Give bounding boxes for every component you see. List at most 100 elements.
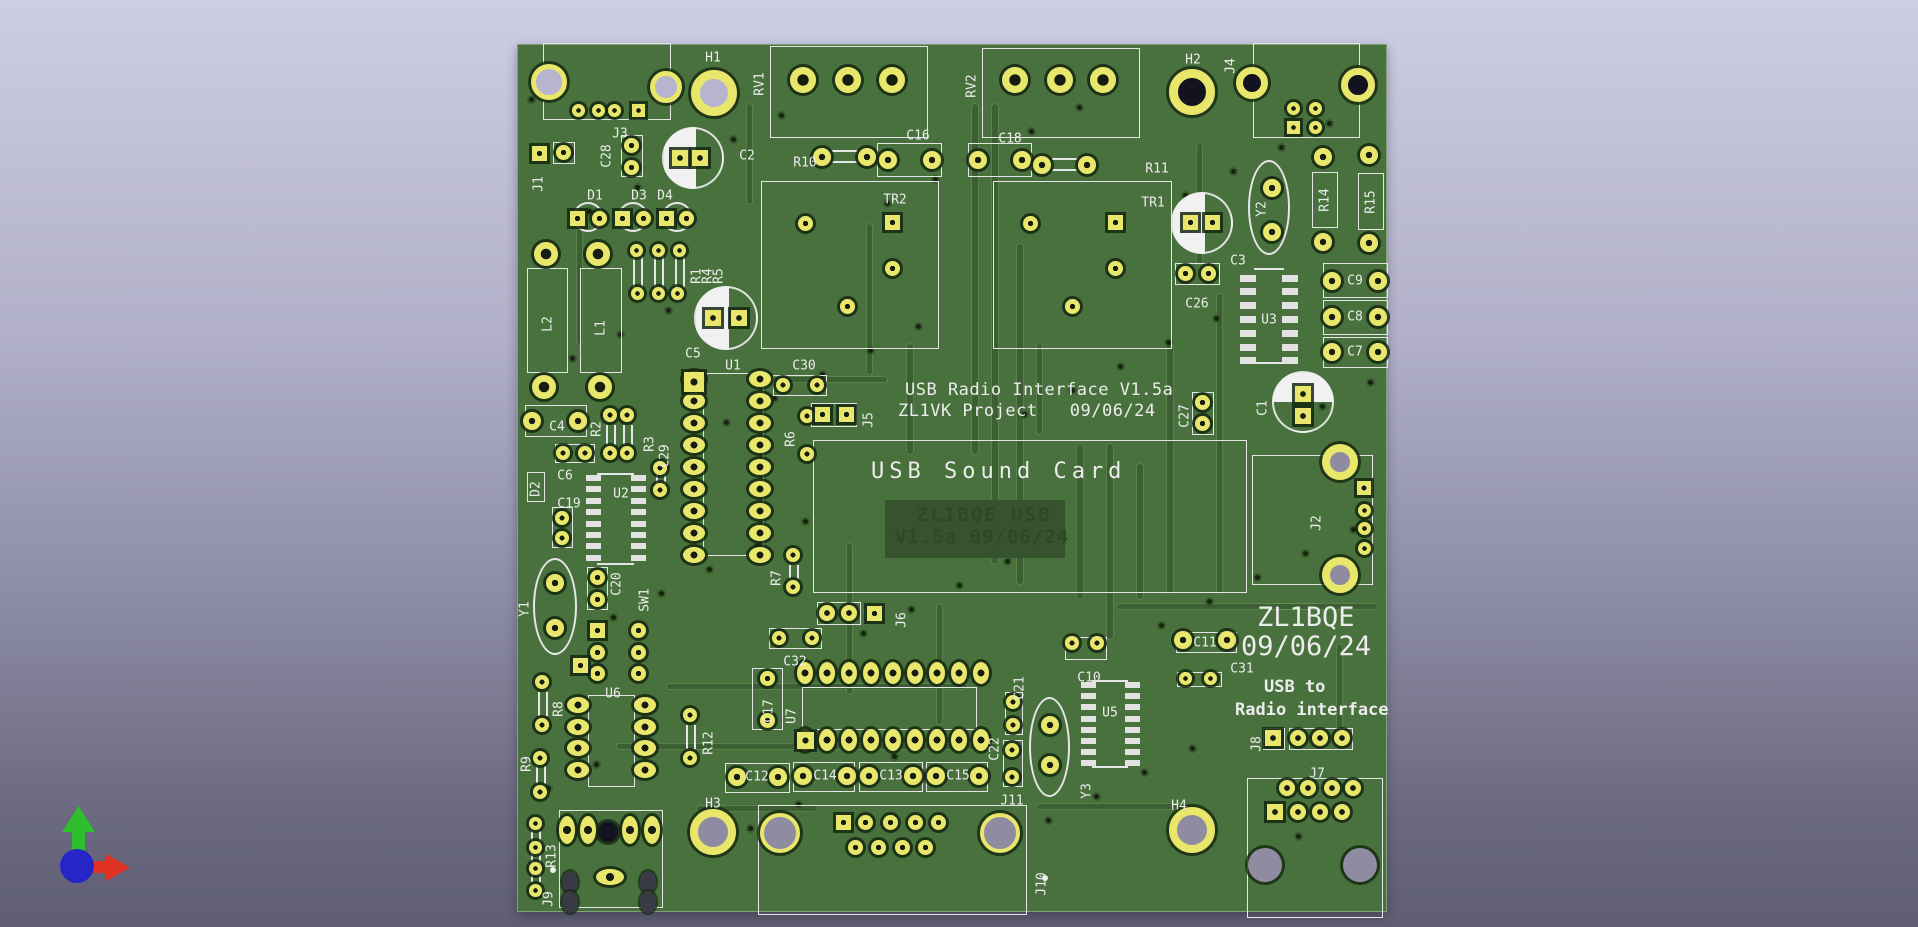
refdes-label: U5 (1102, 705, 1118, 721)
pad-round (1006, 718, 1020, 732)
pad-round (678, 210, 694, 226)
silkscreen-line (832, 161, 858, 163)
component-outline-oval (1029, 697, 1070, 797)
pad-round (1357, 541, 1371, 555)
via (611, 615, 616, 620)
pad-round (894, 839, 910, 855)
via (1022, 412, 1027, 417)
refdes-label: J6 (894, 612, 910, 628)
component-outline (769, 628, 822, 649)
pad-round (1194, 415, 1210, 431)
pad-round (672, 243, 686, 257)
smd-pad (630, 486, 646, 493)
via (909, 607, 914, 612)
pad-round (728, 768, 746, 786)
component-outline (621, 135, 643, 177)
pad-round (589, 644, 605, 660)
smd-pad (630, 532, 646, 538)
via (1303, 551, 1308, 556)
pad-round (629, 243, 643, 257)
component-outline (1065, 637, 1107, 660)
via (748, 826, 753, 831)
silkscreen-line (1052, 158, 1078, 160)
silkscreen-line (662, 256, 664, 288)
silkscreen-line (641, 256, 643, 288)
pad-round (591, 103, 605, 117)
pad-round (1065, 636, 1079, 650)
pad-round (1323, 308, 1341, 326)
via (724, 420, 729, 425)
pad-round (835, 67, 861, 93)
dip-pad (683, 437, 705, 453)
refdes-label: R13 (544, 844, 560, 868)
pad-oval (622, 816, 638, 844)
component-outline (1252, 455, 1373, 585)
component-outline (527, 472, 545, 502)
refdes-label: Y1 (517, 601, 533, 617)
copper-trace (1037, 344, 1042, 434)
smd-pad (630, 520, 646, 527)
smd-pad (630, 497, 646, 504)
smd-pad (1124, 738, 1140, 744)
silkscreen-line (1254, 268, 1284, 270)
component-outline (770, 46, 928, 138)
pad-round (1177, 265, 1193, 281)
smd-pad (1240, 315, 1256, 323)
component-outline (993, 181, 1172, 349)
silkscreen-line (664, 474, 666, 484)
smd-pad (1080, 682, 1096, 688)
pad-round (623, 159, 639, 175)
refdes-label: C28 (599, 144, 615, 168)
refdes-label: R8 (551, 701, 567, 717)
pad-round (528, 861, 542, 875)
pad-round (571, 103, 585, 117)
dip-pad (819, 729, 835, 751)
pad-round (1290, 804, 1306, 820)
via (1070, 388, 1075, 393)
pad-round (1002, 67, 1028, 93)
pad-round (535, 718, 549, 732)
via (659, 591, 664, 596)
dip-pad (749, 371, 771, 387)
refdes-label: TR2 (883, 192, 907, 208)
pad-round (1324, 780, 1340, 796)
mounting-hole (1169, 69, 1215, 115)
copper-trace (697, 806, 817, 811)
component-outline (1005, 692, 1023, 735)
pad-round (589, 569, 605, 585)
via (1207, 599, 1212, 604)
pad-round (523, 412, 541, 430)
silkscreen-line (623, 425, 625, 445)
pad-round (1194, 394, 1210, 410)
pad-round (879, 67, 905, 93)
pad-round (651, 286, 665, 300)
silkscreen-line (656, 474, 658, 484)
pad-round (635, 210, 651, 226)
dip-pad (907, 729, 923, 751)
refdes-label: C15 (946, 768, 970, 784)
refdes-label: C20 (609, 572, 625, 596)
smd-pad (1080, 749, 1096, 756)
component-outline (580, 268, 622, 373)
pad-round (797, 215, 813, 231)
refdes-label: C19 (557, 496, 581, 512)
pad-round (1047, 67, 1073, 93)
pad-round (586, 242, 610, 266)
via (755, 543, 760, 548)
via (1214, 316, 1219, 321)
via (933, 177, 938, 182)
pad-square (631, 103, 645, 117)
via (635, 185, 640, 190)
via (1296, 834, 1301, 839)
copper-trace (1017, 244, 1023, 584)
pad-round (1064, 298, 1080, 314)
pad-round (923, 151, 941, 169)
pad-square (1265, 730, 1281, 746)
refdes-label: C13 (879, 768, 903, 784)
pad-round (528, 816, 542, 830)
smd-pad (1282, 357, 1298, 365)
smd-pad (1282, 315, 1298, 323)
pad-oval (580, 816, 596, 844)
copper-trace (767, 377, 887, 382)
